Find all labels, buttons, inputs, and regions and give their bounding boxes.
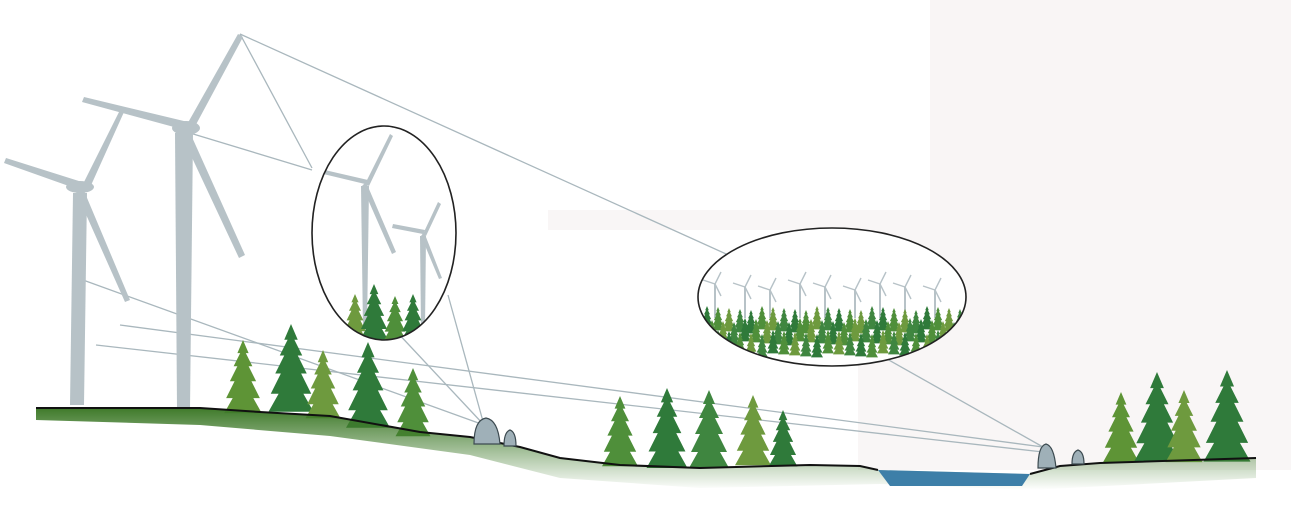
magnified-view-near: [312, 126, 456, 341]
background-panel: [930, 0, 1291, 230]
